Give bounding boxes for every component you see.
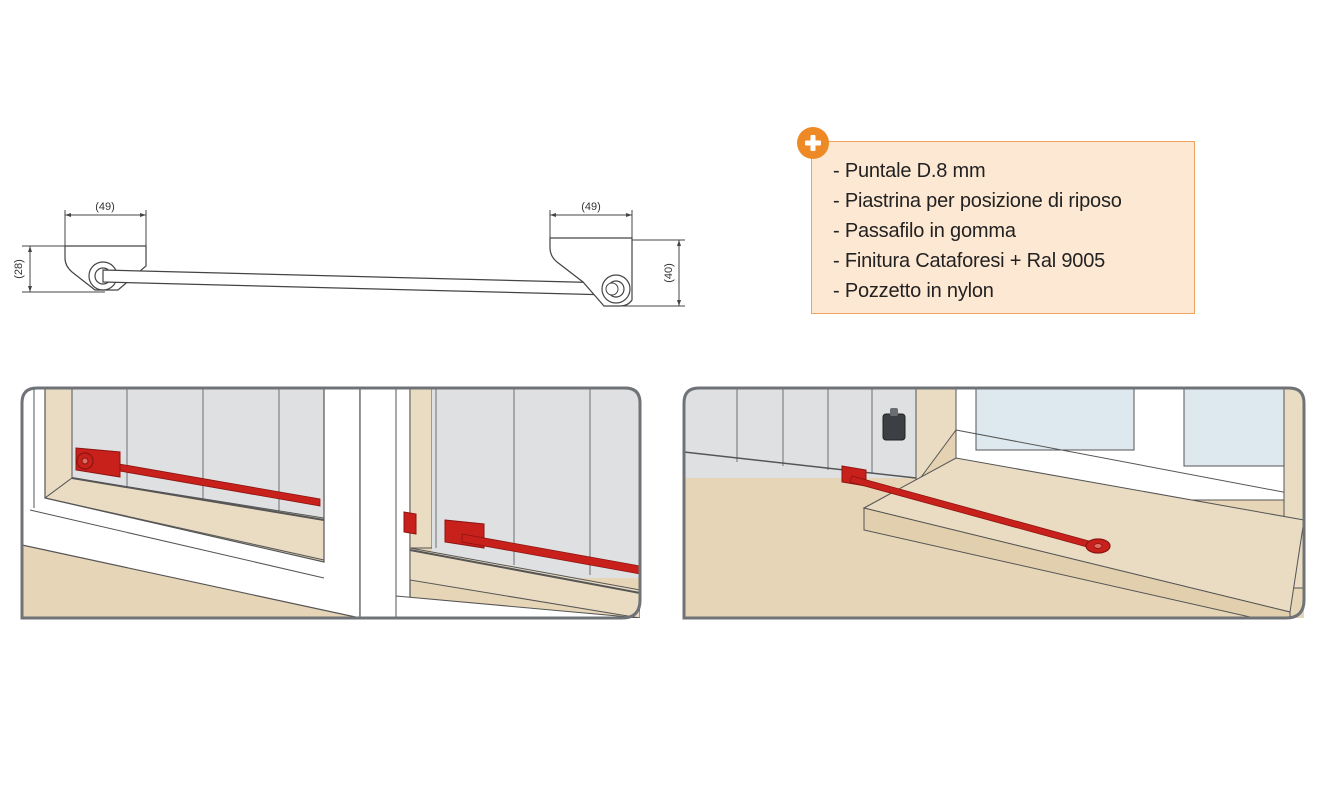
feature-item: - Passafilo in gomma xyxy=(833,220,1016,242)
dimension-right-height: (40) xyxy=(663,263,675,283)
features-list: - Puntale D.8 mm - Piastrina per posizio… xyxy=(833,156,1122,306)
dimension-left-width: (49) xyxy=(95,201,115,213)
dimension-right-width: (49) xyxy=(581,201,601,213)
feature-item: - Puntale D.8 mm xyxy=(833,160,986,182)
dimension-left-height: (28) xyxy=(13,259,25,279)
feature-item: - Pozzetto in nylon xyxy=(833,280,994,302)
feature-item: - Piastrina per posizione di riposo xyxy=(833,190,1122,212)
feature-item: - Finitura Cataforesi + Ral 9005 xyxy=(833,250,1106,272)
plus-icon xyxy=(797,127,829,159)
features-box xyxy=(811,141,1195,314)
